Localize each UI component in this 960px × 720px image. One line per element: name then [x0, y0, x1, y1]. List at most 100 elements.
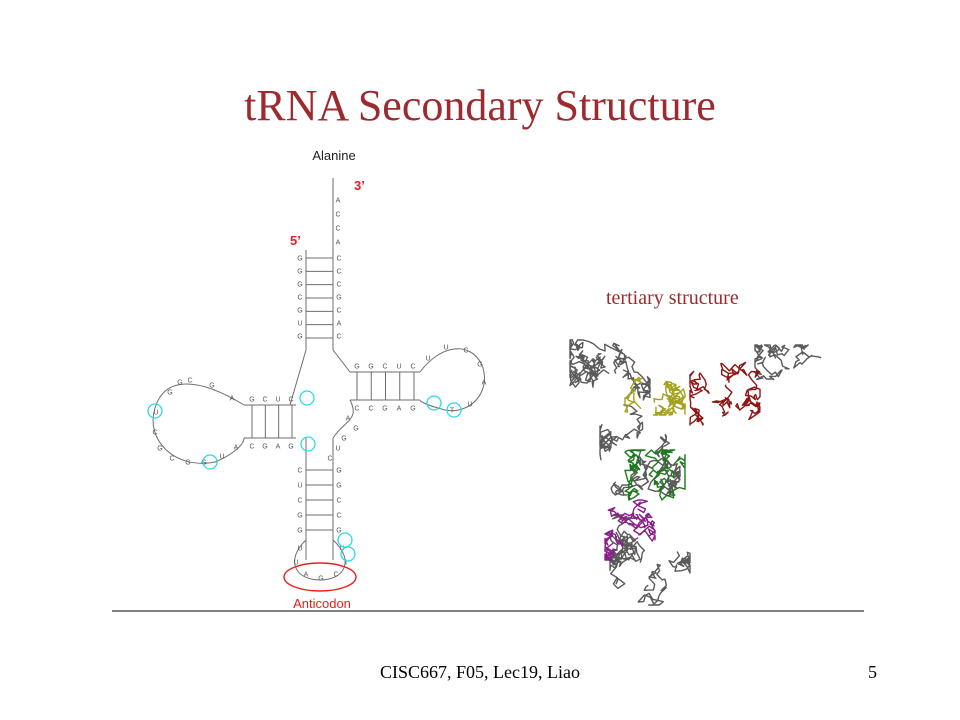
backbone-strand	[599, 404, 644, 449]
nucleotide: G	[353, 426, 358, 433]
nucleotide: G	[336, 295, 341, 302]
nucleotide: C	[336, 334, 341, 341]
nucleotide: C	[336, 282, 341, 289]
maroon-domain	[689, 370, 710, 397]
nucleotide: A	[482, 380, 487, 387]
nucleotide: G	[249, 397, 254, 404]
maroon-domain	[720, 361, 748, 383]
anticodon-loop-path	[294, 539, 346, 581]
nucleotide: U	[443, 345, 448, 352]
five-prime-label: 5’	[290, 233, 301, 248]
purple-domain	[607, 506, 656, 537]
backbone-strand	[637, 563, 668, 606]
nucleotide: G	[354, 364, 359, 371]
slide-title: tRNA Secondary Structure	[244, 81, 716, 130]
olive-domain	[624, 376, 643, 413]
purple-domain	[604, 546, 618, 561]
backbone-strand	[668, 551, 691, 574]
nucleotide: G	[262, 444, 267, 451]
green-domain	[658, 454, 686, 501]
modified-base-ring	[337, 532, 353, 548]
amino-acid-label: Alanine	[312, 148, 355, 163]
footer-course-label: CISC667, F05, Lec19, Liao	[380, 662, 580, 682]
nucleotide: G	[209, 383, 214, 390]
backbone-strand	[569, 354, 595, 387]
nucleotide: T	[450, 408, 455, 415]
variable-loop-path	[332, 399, 354, 439]
purple-domain	[604, 529, 624, 549]
backbone-strand	[613, 355, 651, 397]
nucleotide: G	[177, 380, 182, 387]
nucleotide: C	[187, 378, 192, 385]
modified-base-ring	[340, 546, 356, 562]
backbone-strand	[609, 535, 639, 566]
three-prime-label: 3’	[354, 178, 365, 193]
nucleotide: U	[339, 546, 344, 553]
nucleotide: G	[297, 334, 302, 341]
green-domain	[624, 463, 641, 501]
nucleotide: A	[304, 572, 309, 579]
nucleotide: C	[288, 397, 293, 404]
nucleotide: A	[234, 445, 239, 452]
nucleotide: G	[288, 444, 293, 451]
backbone-strand	[793, 344, 822, 369]
nucleotide: I	[345, 560, 347, 567]
maroon-domain	[735, 370, 761, 411]
olive-domain	[653, 380, 681, 403]
nucleotide: G	[297, 308, 302, 315]
t-loop-path	[419, 348, 485, 412]
nucleotide: C	[297, 468, 302, 475]
nucleotide: C	[336, 513, 341, 520]
nucleotide: G	[201, 460, 206, 467]
nucleotide: G	[297, 282, 302, 289]
nucleotide: A	[346, 416, 351, 423]
nucleotide: G	[297, 256, 302, 263]
nucleotide: C	[262, 397, 267, 404]
tertiary-structure	[569, 339, 822, 606]
modified-base-ring	[446, 402, 462, 418]
nucleotide: U	[297, 321, 302, 328]
nucleotide: C	[410, 364, 415, 371]
modified-base-ring	[426, 395, 442, 411]
backbone-strand	[654, 433, 681, 481]
nucleotide: C	[354, 406, 359, 413]
backbone-strand	[612, 450, 654, 496]
nucleotide: C	[297, 295, 302, 302]
anticodon-ring	[283, 562, 357, 592]
maroon-domain	[741, 396, 761, 421]
modified-base-ring	[202, 454, 218, 470]
nucleotide: C	[336, 498, 341, 505]
modified-base-ring	[147, 403, 163, 419]
olive-domain	[666, 388, 686, 415]
nucleotide: C	[335, 212, 340, 219]
nucleotide: C	[333, 572, 338, 579]
nucleotide: U	[297, 546, 302, 553]
t-arm-connector	[332, 349, 351, 373]
d-loop-path	[152, 383, 245, 464]
nucleotide: A	[336, 240, 341, 247]
maroon-domain	[711, 384, 733, 417]
nucleotide: G	[297, 528, 302, 535]
nucleotide: C	[297, 498, 302, 505]
nucleotide: U	[153, 410, 158, 417]
nucleotide: C	[336, 269, 341, 276]
nucleotide: C	[336, 308, 341, 315]
nucleotide: C	[463, 348, 468, 355]
nucleotide: G	[341, 436, 346, 443]
nucleotide: A	[230, 396, 235, 403]
green-domain	[644, 449, 676, 469]
anticodon-label: Anticodon	[293, 596, 351, 611]
nucleotide: G	[318, 576, 323, 583]
backbone-strand	[763, 344, 790, 370]
nucleotide: G	[382, 406, 387, 413]
nucleotide: G	[336, 528, 341, 535]
nucleotide: G	[410, 406, 415, 413]
nucleotide: C	[169, 456, 174, 463]
nucleotide: G	[167, 390, 172, 397]
nucleotide: U	[467, 402, 472, 409]
nucleotide: G	[336, 483, 341, 490]
nucleotide: A	[336, 198, 341, 205]
backbone-strand	[754, 344, 764, 359]
